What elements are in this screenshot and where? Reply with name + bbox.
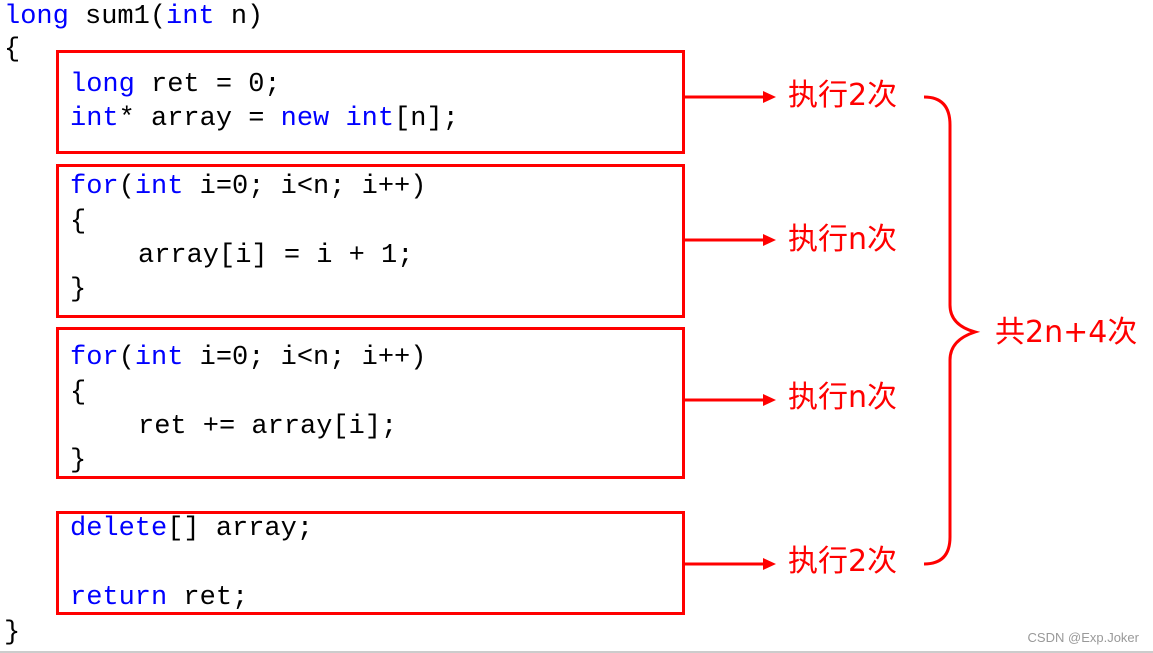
code-text: i=0; i<n; i++): [183, 172, 427, 202]
block-cleanup-box: [56, 511, 685, 615]
code-text: }: [70, 275, 87, 305]
keyword: int: [134, 172, 184, 202]
total-annotation: 共2n+4次: [995, 315, 1138, 350]
block-loop2-box: [56, 327, 685, 479]
curly-brace: [923, 95, 981, 566]
code-line: for(int i=0; i<n; i++): [70, 341, 426, 375]
arrow-4-head: [763, 558, 776, 570]
code-text: ret += array[i];: [138, 412, 398, 442]
code-text: i=0; i<n; i++): [183, 343, 427, 373]
code-line: {: [4, 33, 20, 67]
code-text: * array =: [118, 104, 281, 134]
code-text: sum1(: [68, 2, 167, 32]
arrow-1-head: [763, 91, 776, 103]
code-text: }: [4, 618, 21, 648]
code-text: }: [70, 446, 87, 476]
watermark: CSDN @Exp.Joker: [1027, 630, 1139, 645]
code-text: (: [118, 172, 135, 202]
code-line: delete[] array;: [70, 512, 313, 546]
code-line: int* array = new int[n];: [70, 102, 459, 136]
code-line: long sum1(int n): [4, 0, 263, 34]
code-text: [] array;: [167, 514, 314, 544]
keyword: int: [134, 343, 184, 373]
code-line: }: [70, 273, 86, 307]
annotation-2: 执行n次: [788, 222, 898, 257]
annotation-4: 执行2次: [788, 544, 898, 579]
annotation-3: 执行n次: [788, 380, 898, 415]
bottom-divider: [0, 651, 1153, 653]
code-text: {: [70, 378, 87, 408]
keyword: for: [70, 343, 119, 373]
code-text: (: [118, 343, 135, 373]
code-text: array[i] = i + 1;: [138, 241, 414, 271]
annotation-1: 执行2次: [788, 78, 898, 113]
code-text: ret;: [167, 583, 249, 613]
keyword: int: [345, 104, 395, 134]
block-init-box: [56, 50, 685, 154]
keyword: return: [70, 583, 168, 613]
keyword: long: [70, 70, 135, 100]
code-text: {: [70, 207, 87, 237]
code-line: for(int i=0; i<n; i++): [70, 170, 426, 204]
keyword: delete: [70, 514, 168, 544]
code-text: ret = 0;: [134, 70, 281, 100]
code-line: long ret = 0;: [70, 68, 281, 102]
code-line: {: [70, 376, 86, 410]
arrow-2-head: [763, 234, 776, 246]
code-text: {: [4, 35, 21, 65]
code-line: array[i] = i + 1;: [138, 239, 413, 273]
block-loop1-box: [56, 164, 685, 318]
code-line: {: [70, 205, 86, 239]
keyword: new: [280, 104, 330, 134]
keyword: for: [70, 172, 119, 202]
keyword: long: [4, 2, 69, 32]
code-line: return ret;: [70, 581, 248, 615]
code-text: n): [214, 2, 264, 32]
keyword: int: [70, 104, 119, 134]
code-line: }: [4, 616, 20, 650]
arrow-3-head: [763, 394, 776, 406]
code-line: }: [70, 444, 86, 478]
keyword: int: [166, 2, 215, 32]
code-line: ret += array[i];: [138, 410, 397, 444]
code-text: [n];: [394, 104, 459, 134]
